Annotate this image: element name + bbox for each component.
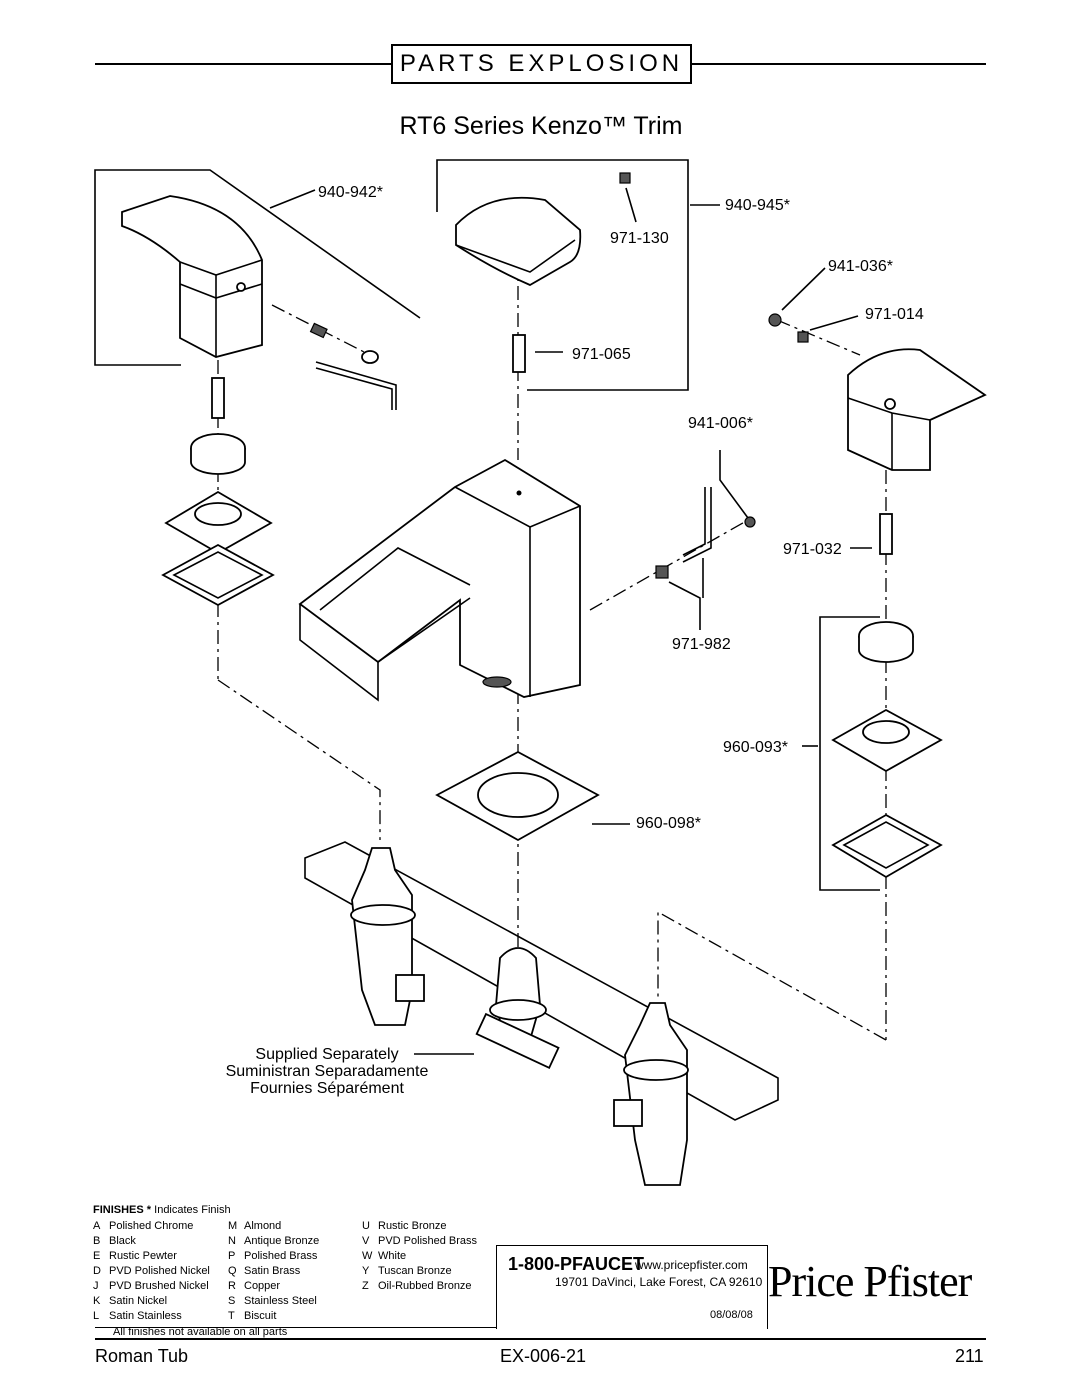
hex-key-right bbox=[682, 487, 706, 556]
footer-rule bbox=[95, 1338, 986, 1340]
label-960-098: 960-098* bbox=[636, 815, 701, 832]
valve-center bbox=[475, 947, 560, 1069]
label-941-006: 941-006* bbox=[688, 415, 753, 432]
bracket-spout-cap bbox=[436, 159, 689, 391]
header-rule-right bbox=[692, 63, 986, 65]
label-971-065: 971-065 bbox=[572, 346, 631, 363]
left-handle bbox=[121, 195, 263, 358]
label-971-032: 971-032 bbox=[783, 541, 842, 558]
header-rule-left bbox=[95, 63, 391, 65]
deck-outline bbox=[304, 841, 779, 1121]
label-971-014: 971-014 bbox=[865, 306, 924, 323]
spout-body bbox=[298, 458, 581, 702]
supplied-separately-note: Supplied Separately Suministran Separada… bbox=[222, 1046, 432, 1097]
supplied-en: Supplied Separately bbox=[255, 1046, 399, 1063]
page-title: RT6 Series Kenzo™ Trim bbox=[399, 112, 683, 140]
brand-logo: Price Pfister bbox=[768, 1257, 972, 1306]
bracket-left-handle bbox=[94, 169, 421, 366]
phone-number: 1-800-PFAUCET bbox=[508, 1254, 645, 1274]
section-title: PARTS EXPLOSION bbox=[391, 44, 692, 84]
supplied-es: Suministran Separadamente bbox=[225, 1063, 429, 1080]
right-handle bbox=[847, 348, 987, 471]
footer-center: EX-006-21 bbox=[500, 1346, 587, 1366]
spout-cap bbox=[455, 196, 582, 287]
website: www.pricepfister.com bbox=[635, 1258, 748, 1272]
label-940-942: 940-942* bbox=[318, 184, 383, 201]
valve-left bbox=[350, 847, 425, 1026]
label-960-093: 960-093* bbox=[723, 739, 788, 756]
address: 19701 DaVinci, Lake Forest, CA 92610 bbox=[555, 1275, 763, 1289]
label-971-982: 971-982 bbox=[672, 636, 731, 653]
footer-left: Roman Tub bbox=[95, 1346, 189, 1366]
bracket-right-base bbox=[819, 616, 880, 891]
valve-right bbox=[613, 1002, 689, 1186]
label-941-036: 941-036* bbox=[828, 258, 893, 275]
label-971-130: 971-130 bbox=[610, 230, 669, 247]
page-number: 211 bbox=[955, 1346, 984, 1366]
finishes-heading: FINISHES bbox=[93, 1204, 144, 1216]
finishes-note: All finishes not available on all parts bbox=[113, 1326, 288, 1338]
finishes-indicates: Indicates Finish bbox=[154, 1204, 231, 1216]
label-940-945: 940-945* bbox=[725, 197, 790, 214]
revision-date: 08/08/08 bbox=[710, 1309, 753, 1321]
contact-box bbox=[496, 1245, 768, 1329]
finishes-star: * bbox=[146, 1204, 152, 1216]
supplied-fr: Fournies Séparément bbox=[250, 1080, 404, 1097]
finishes-underline bbox=[95, 1327, 496, 1328]
hex-key-left bbox=[315, 361, 397, 410]
